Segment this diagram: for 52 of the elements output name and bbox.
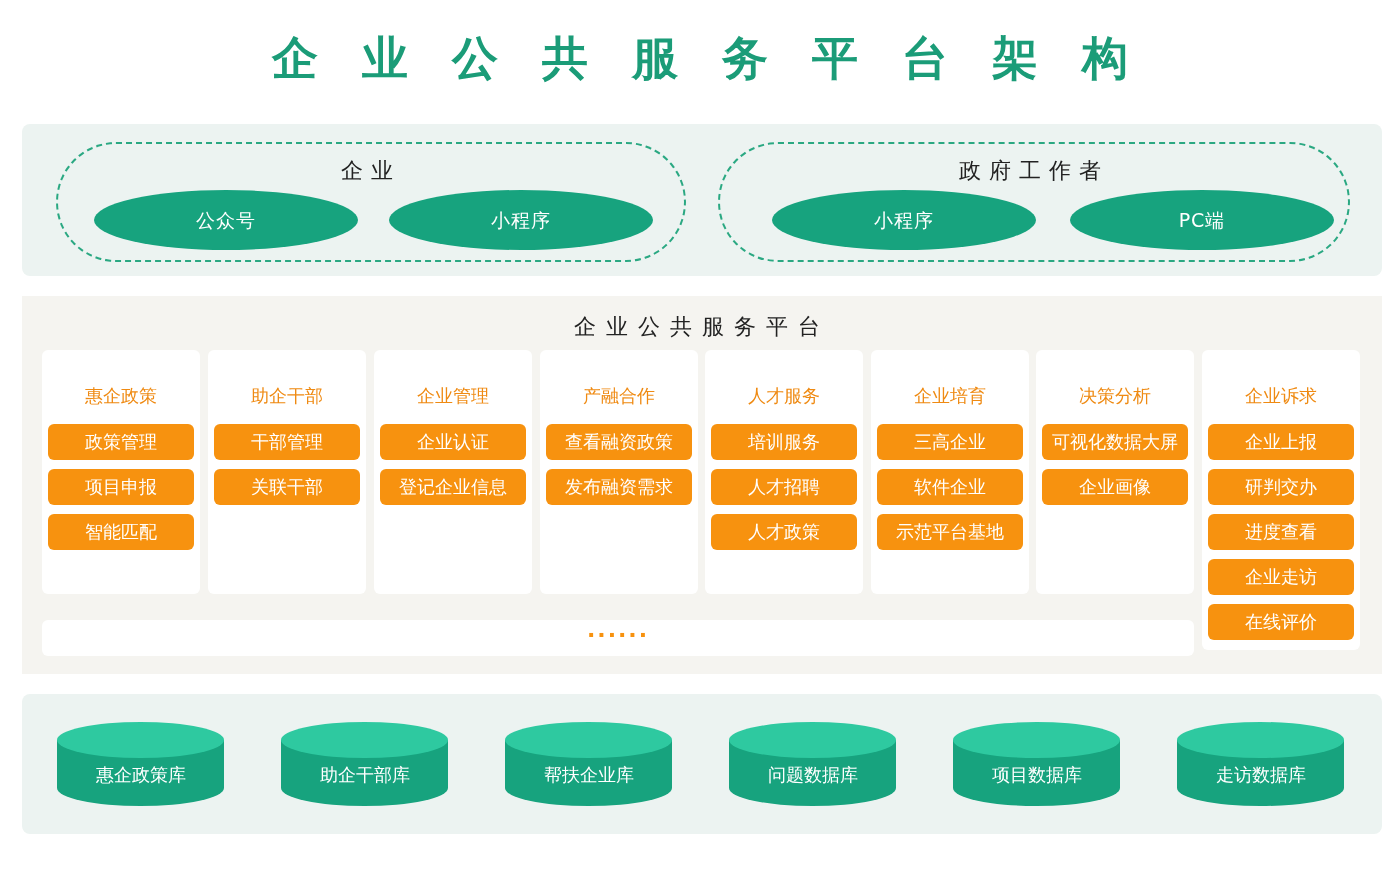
module-heading: 人才服务 [747, 384, 821, 408]
function-tag: 企业上报 [1208, 424, 1354, 460]
function-tag: 可视化数据大屏 [1042, 424, 1188, 460]
module-card [1036, 350, 1194, 594]
function-tag: 在线评价 [1208, 604, 1354, 640]
platform-pill: 小程序 [772, 190, 1036, 250]
module-card [1202, 350, 1360, 650]
function-tag: 示范平台基地 [877, 514, 1023, 550]
module-heading: 企业管理 [416, 384, 490, 408]
module-card [705, 350, 863, 594]
module-heading: 决策分析 [1078, 384, 1152, 408]
module-heading: 助企干部 [250, 384, 324, 408]
module-card [871, 350, 1029, 594]
ellipsis-dots: ······ [585, 622, 651, 647]
module-heading: 产融合作 [582, 384, 656, 408]
function-tag: 登记企业信息 [380, 469, 526, 505]
platform-panel [22, 296, 1382, 674]
module-heading: 企业培育 [913, 384, 987, 408]
module-card [540, 350, 698, 594]
group-heading: 政府工作者 [958, 157, 1110, 185]
panel-background [22, 124, 1382, 276]
function-tag: 企业认证 [380, 424, 526, 460]
function-tag: 干部管理 [214, 424, 360, 460]
platform-pill: 小程序 [389, 190, 653, 250]
function-tag: 关联干部 [214, 469, 360, 505]
module-heading: 企业诉求 [1244, 384, 1318, 408]
group-heading: 企业 [340, 157, 402, 185]
diagram-title: 企业公共服务平台架构 [271, 30, 1173, 87]
function-tag: 进度查看 [1208, 514, 1354, 550]
function-tag: 查看融资政策 [546, 424, 692, 460]
function-tag: 企业走访 [1208, 559, 1354, 595]
module-card [42, 350, 200, 594]
module-card [208, 350, 366, 594]
function-tag: 项目申报 [48, 469, 194, 505]
function-tag: 人才政策 [711, 514, 857, 550]
function-tag: 政策管理 [48, 424, 194, 460]
function-tag: 培训服务 [711, 424, 857, 460]
platform-pill: 公众号 [94, 190, 358, 250]
platform-heading: 企业公共服务平台 [573, 313, 831, 341]
module-heading: 惠企政策 [84, 384, 158, 408]
panel-background [22, 694, 1382, 834]
function-tag: 软件企业 [877, 469, 1023, 505]
function-tag: 发布融资需求 [546, 469, 692, 505]
function-tag: 研判交办 [1208, 469, 1354, 505]
platform-pill: PC端 [1070, 190, 1334, 250]
dashed-group-outline [718, 142, 1350, 262]
function-tag: 人才招聘 [711, 469, 857, 505]
function-tag: 三高企业 [877, 424, 1023, 460]
function-tag: 智能匹配 [48, 514, 194, 550]
dashed-group-outline [56, 142, 686, 262]
module-card [374, 350, 532, 594]
function-tag: 企业画像 [1042, 469, 1188, 505]
